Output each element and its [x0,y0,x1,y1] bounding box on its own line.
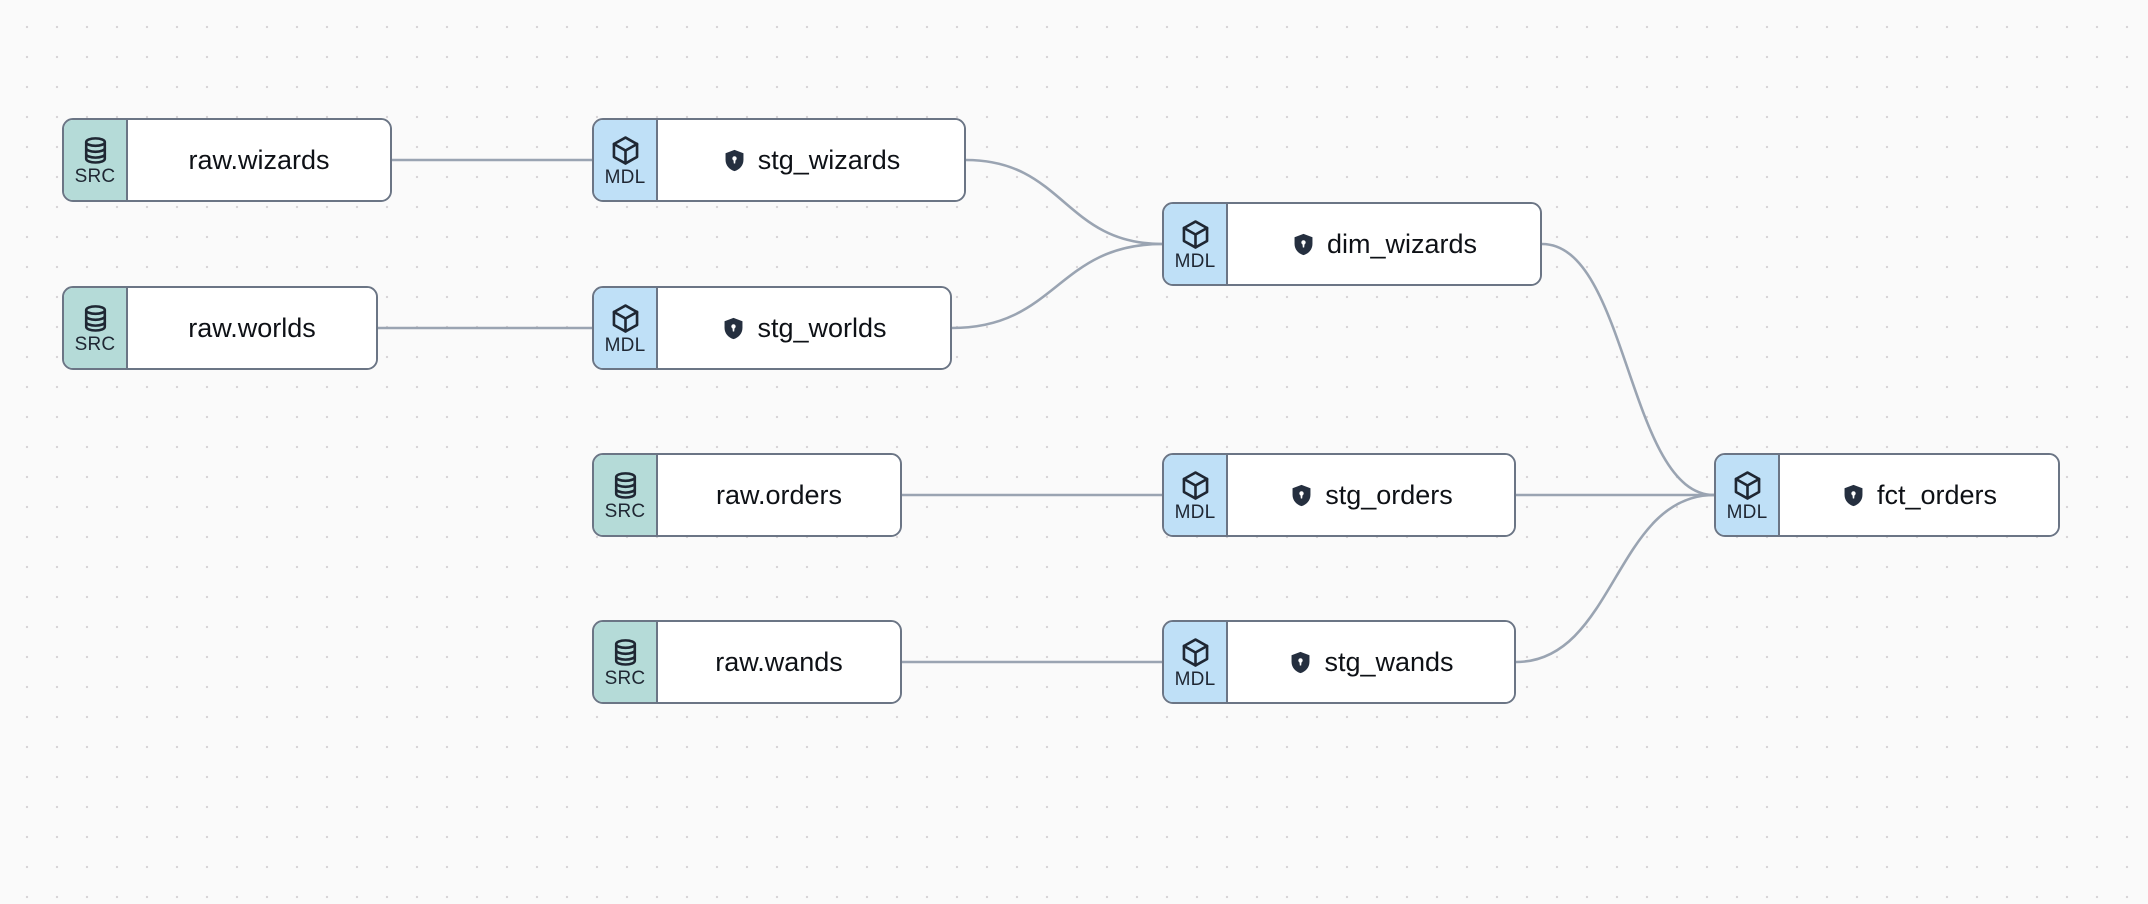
shield-lock-icon [721,316,746,341]
cube-icon [609,134,642,167]
node-label: stg_orders [1325,479,1453,510]
node-kind-label: SRC [74,333,116,355]
node-label: stg_wizards [757,144,901,175]
lineage-node-fct_orders[interactable]: MDL fct_orders [1714,453,2060,537]
node-kind-badge: MDL [1164,204,1228,284]
node-kind-badge: SRC [64,288,128,368]
node-kind-badge: MDL [594,288,658,368]
node-kind-label: SRC [74,165,116,187]
node-kind-label: MDL [1726,501,1768,523]
lineage-node-raw_orders[interactable]: SRC raw.orders [592,453,902,537]
node-label: raw.wizards [188,144,330,175]
shield-lock-icon [1291,232,1316,257]
node-kind-badge: SRC [594,622,658,702]
node-body: fct_orders [1780,455,2058,535]
shield-lock-icon [1841,483,1866,508]
node-body: raw.worlds [128,288,376,368]
node-body: raw.orders [658,455,900,535]
node-kind-label: MDL [1174,668,1216,690]
database-icon [80,135,111,166]
node-kind-badge: SRC [64,120,128,200]
lineage-edge[interactable] [964,158,1164,246]
lineage-node-raw_worlds[interactable]: SRC raw.worlds [62,286,378,370]
node-label: stg_wands [1324,646,1454,677]
node-body: stg_worlds [658,288,950,368]
node-body: stg_orders [1228,455,1514,535]
cube-icon [609,302,642,335]
node-kind-badge: MDL [1164,455,1228,535]
node-body: dim_wizards [1228,204,1540,284]
node-label: raw.worlds [188,312,316,343]
shield-lock-icon [1289,483,1314,508]
cube-icon [1179,636,1212,669]
database-icon [80,303,111,334]
node-label: raw.orders [715,479,843,510]
cube-icon [1179,218,1212,251]
lineage-node-stg_orders[interactable]: MDL stg_orders [1162,453,1516,537]
database-icon [610,637,641,668]
cube-icon [1731,469,1764,502]
node-body: raw.wizards [128,120,390,200]
node-kind-label: SRC [604,667,646,689]
lineage-edge[interactable] [1540,242,1716,497]
node-kind-badge: MDL [1716,455,1780,535]
node-kind-label: MDL [604,334,646,356]
node-kind-label: SRC [604,500,646,522]
node-kind-badge: MDL [594,120,658,200]
node-kind-label: MDL [1174,250,1216,272]
lineage-node-stg_worlds[interactable]: MDL stg_worlds [592,286,952,370]
node-label: raw.wands [715,646,843,677]
lineage-node-raw_wands[interactable]: SRC raw.wands [592,620,902,704]
node-body: raw.wands [658,622,900,702]
node-kind-badge: MDL [1164,622,1228,702]
cube-icon [1179,469,1212,502]
node-label: stg_worlds [757,312,887,343]
node-kind-label: MDL [1174,501,1216,523]
lineage-node-stg_wizards[interactable]: MDL stg_wizards [592,118,966,202]
node-kind-badge: SRC [594,455,658,535]
node-label: fct_orders [1876,479,1998,510]
lineage-node-raw_wizards[interactable]: SRC raw.wizards [62,118,392,202]
shield-lock-icon [1288,650,1313,675]
node-body: stg_wands [1228,622,1514,702]
node-body: stg_wizards [658,120,964,200]
lineage-node-dim_wizards[interactable]: MDL dim_wizards [1162,202,1542,286]
lineage-edge[interactable] [950,242,1164,330]
node-kind-label: MDL [604,166,646,188]
database-icon [610,470,641,501]
lineage-node-stg_wands[interactable]: MDL stg_wands [1162,620,1516,704]
shield-lock-icon [722,148,747,173]
lineage-edge[interactable] [1514,493,1716,664]
node-label: dim_wizards [1326,228,1478,259]
